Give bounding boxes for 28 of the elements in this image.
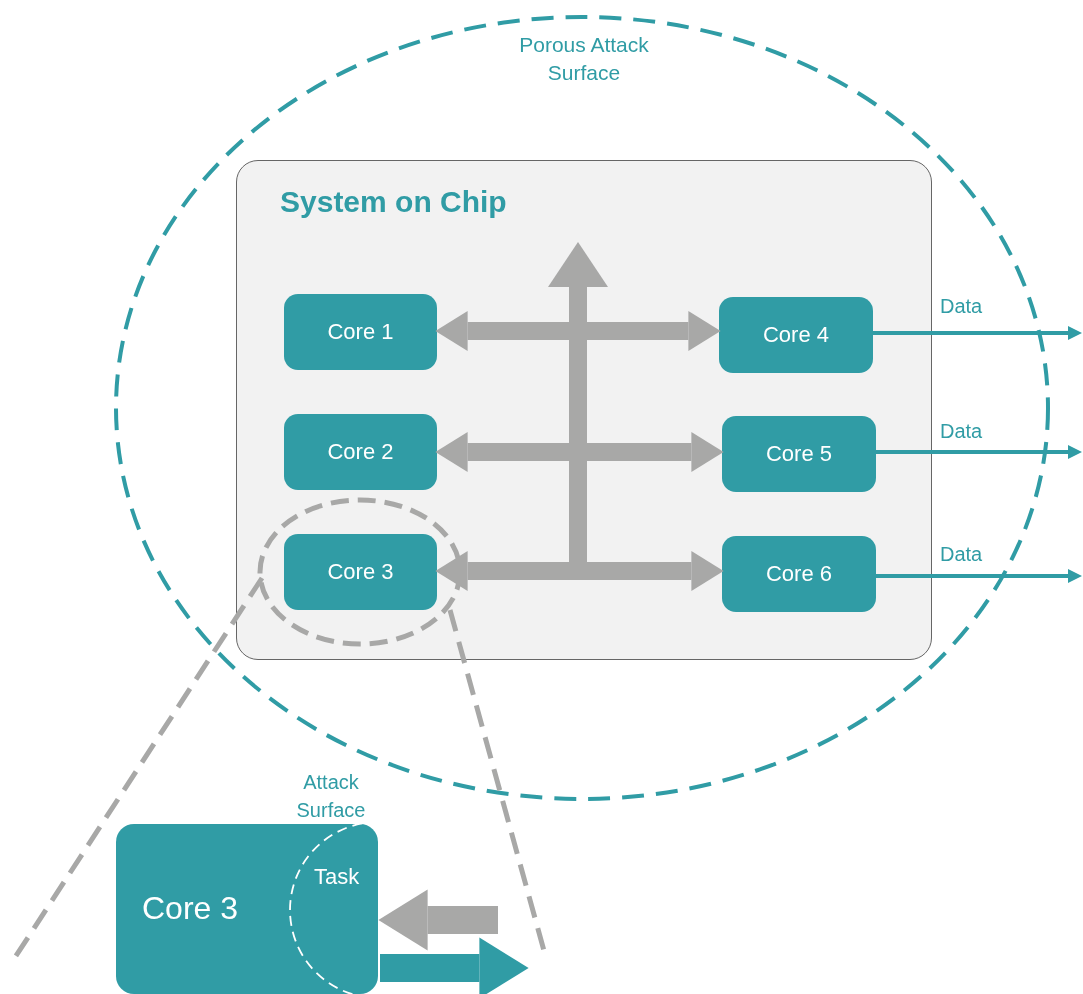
attack-surface-ellipse <box>114 15 1050 801</box>
arrow <box>435 311 721 351</box>
arrow <box>378 889 498 951</box>
arrow <box>380 937 529 994</box>
core-box <box>722 536 876 612</box>
core-label: Core 3 <box>327 559 394 585</box>
arrow <box>435 432 724 472</box>
task-label: Task <box>314 864 360 890</box>
arrow <box>873 326 1082 340</box>
core-box <box>722 416 876 492</box>
core-box <box>719 297 873 373</box>
core-box <box>116 824 378 994</box>
core-box <box>284 534 437 610</box>
ellipse-label: Porous Attack Surface <box>518 32 650 86</box>
core-label: Core 4 <box>762 322 829 348</box>
chip-panel <box>236 160 932 660</box>
arrow <box>435 551 724 591</box>
chip-title: System on Chip <box>280 185 507 219</box>
core-label: Core 3 <box>142 890 239 927</box>
core-label: Core 6 <box>765 561 832 587</box>
core-label: Core 1 <box>327 319 394 345</box>
core-label: Core 2 <box>327 439 394 465</box>
arrow <box>876 569 1082 583</box>
arrow <box>876 445 1082 459</box>
core-box <box>284 414 437 490</box>
core-box <box>284 294 437 370</box>
attack-surface-label: Attack Surface <box>295 770 367 823</box>
core-label: Core 5 <box>765 441 832 467</box>
